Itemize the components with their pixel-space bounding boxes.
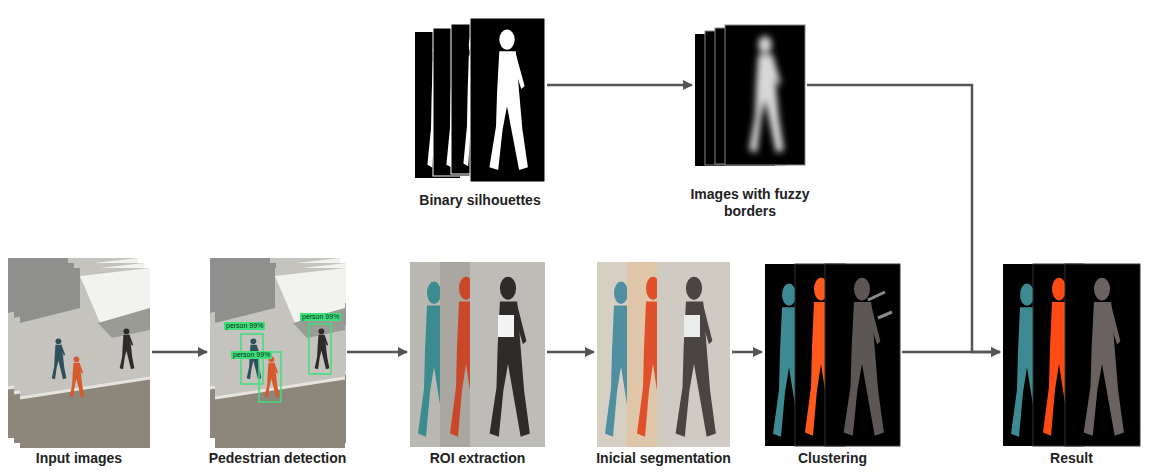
stage-caption: ROI extraction	[403, 450, 553, 467]
stage-caption: Clustering	[758, 450, 908, 467]
flow-arrow	[732, 351, 762, 354]
flow-arrow	[902, 351, 1000, 354]
stage-caption: Images with fuzzy borders	[680, 186, 820, 220]
detection-tag: person 99%	[231, 351, 272, 359]
pipeline-stage: Input images	[8, 258, 150, 448]
flow-arrow	[547, 84, 692, 87]
flow-arrow	[547, 351, 594, 354]
pipeline-stage: Images with fuzzy borders	[695, 25, 805, 166]
flow-arrow	[807, 85, 1000, 352]
pipeline-stage: ROI extraction	[410, 262, 545, 447]
pipeline-stage: Result	[1003, 264, 1140, 446]
stage-caption: Result	[1012, 450, 1132, 467]
stage-caption: Input images	[4, 450, 154, 467]
pipeline-stage: Inicial segmentation	[597, 262, 730, 447]
stage-caption: Binary silhouettes	[395, 192, 565, 209]
detection-tag: person 99%	[300, 313, 341, 321]
flow-arrow	[347, 351, 407, 354]
pipeline-stage: Binary silhouettes	[415, 18, 545, 182]
stage-caption: Pedestrian detection	[193, 450, 363, 467]
detection-tag: person 99%	[224, 322, 265, 330]
pipeline-stage: Clustering	[765, 264, 900, 446]
stage-caption: Inicial segmentation	[579, 450, 749, 467]
flow-arrow	[152, 351, 207, 354]
